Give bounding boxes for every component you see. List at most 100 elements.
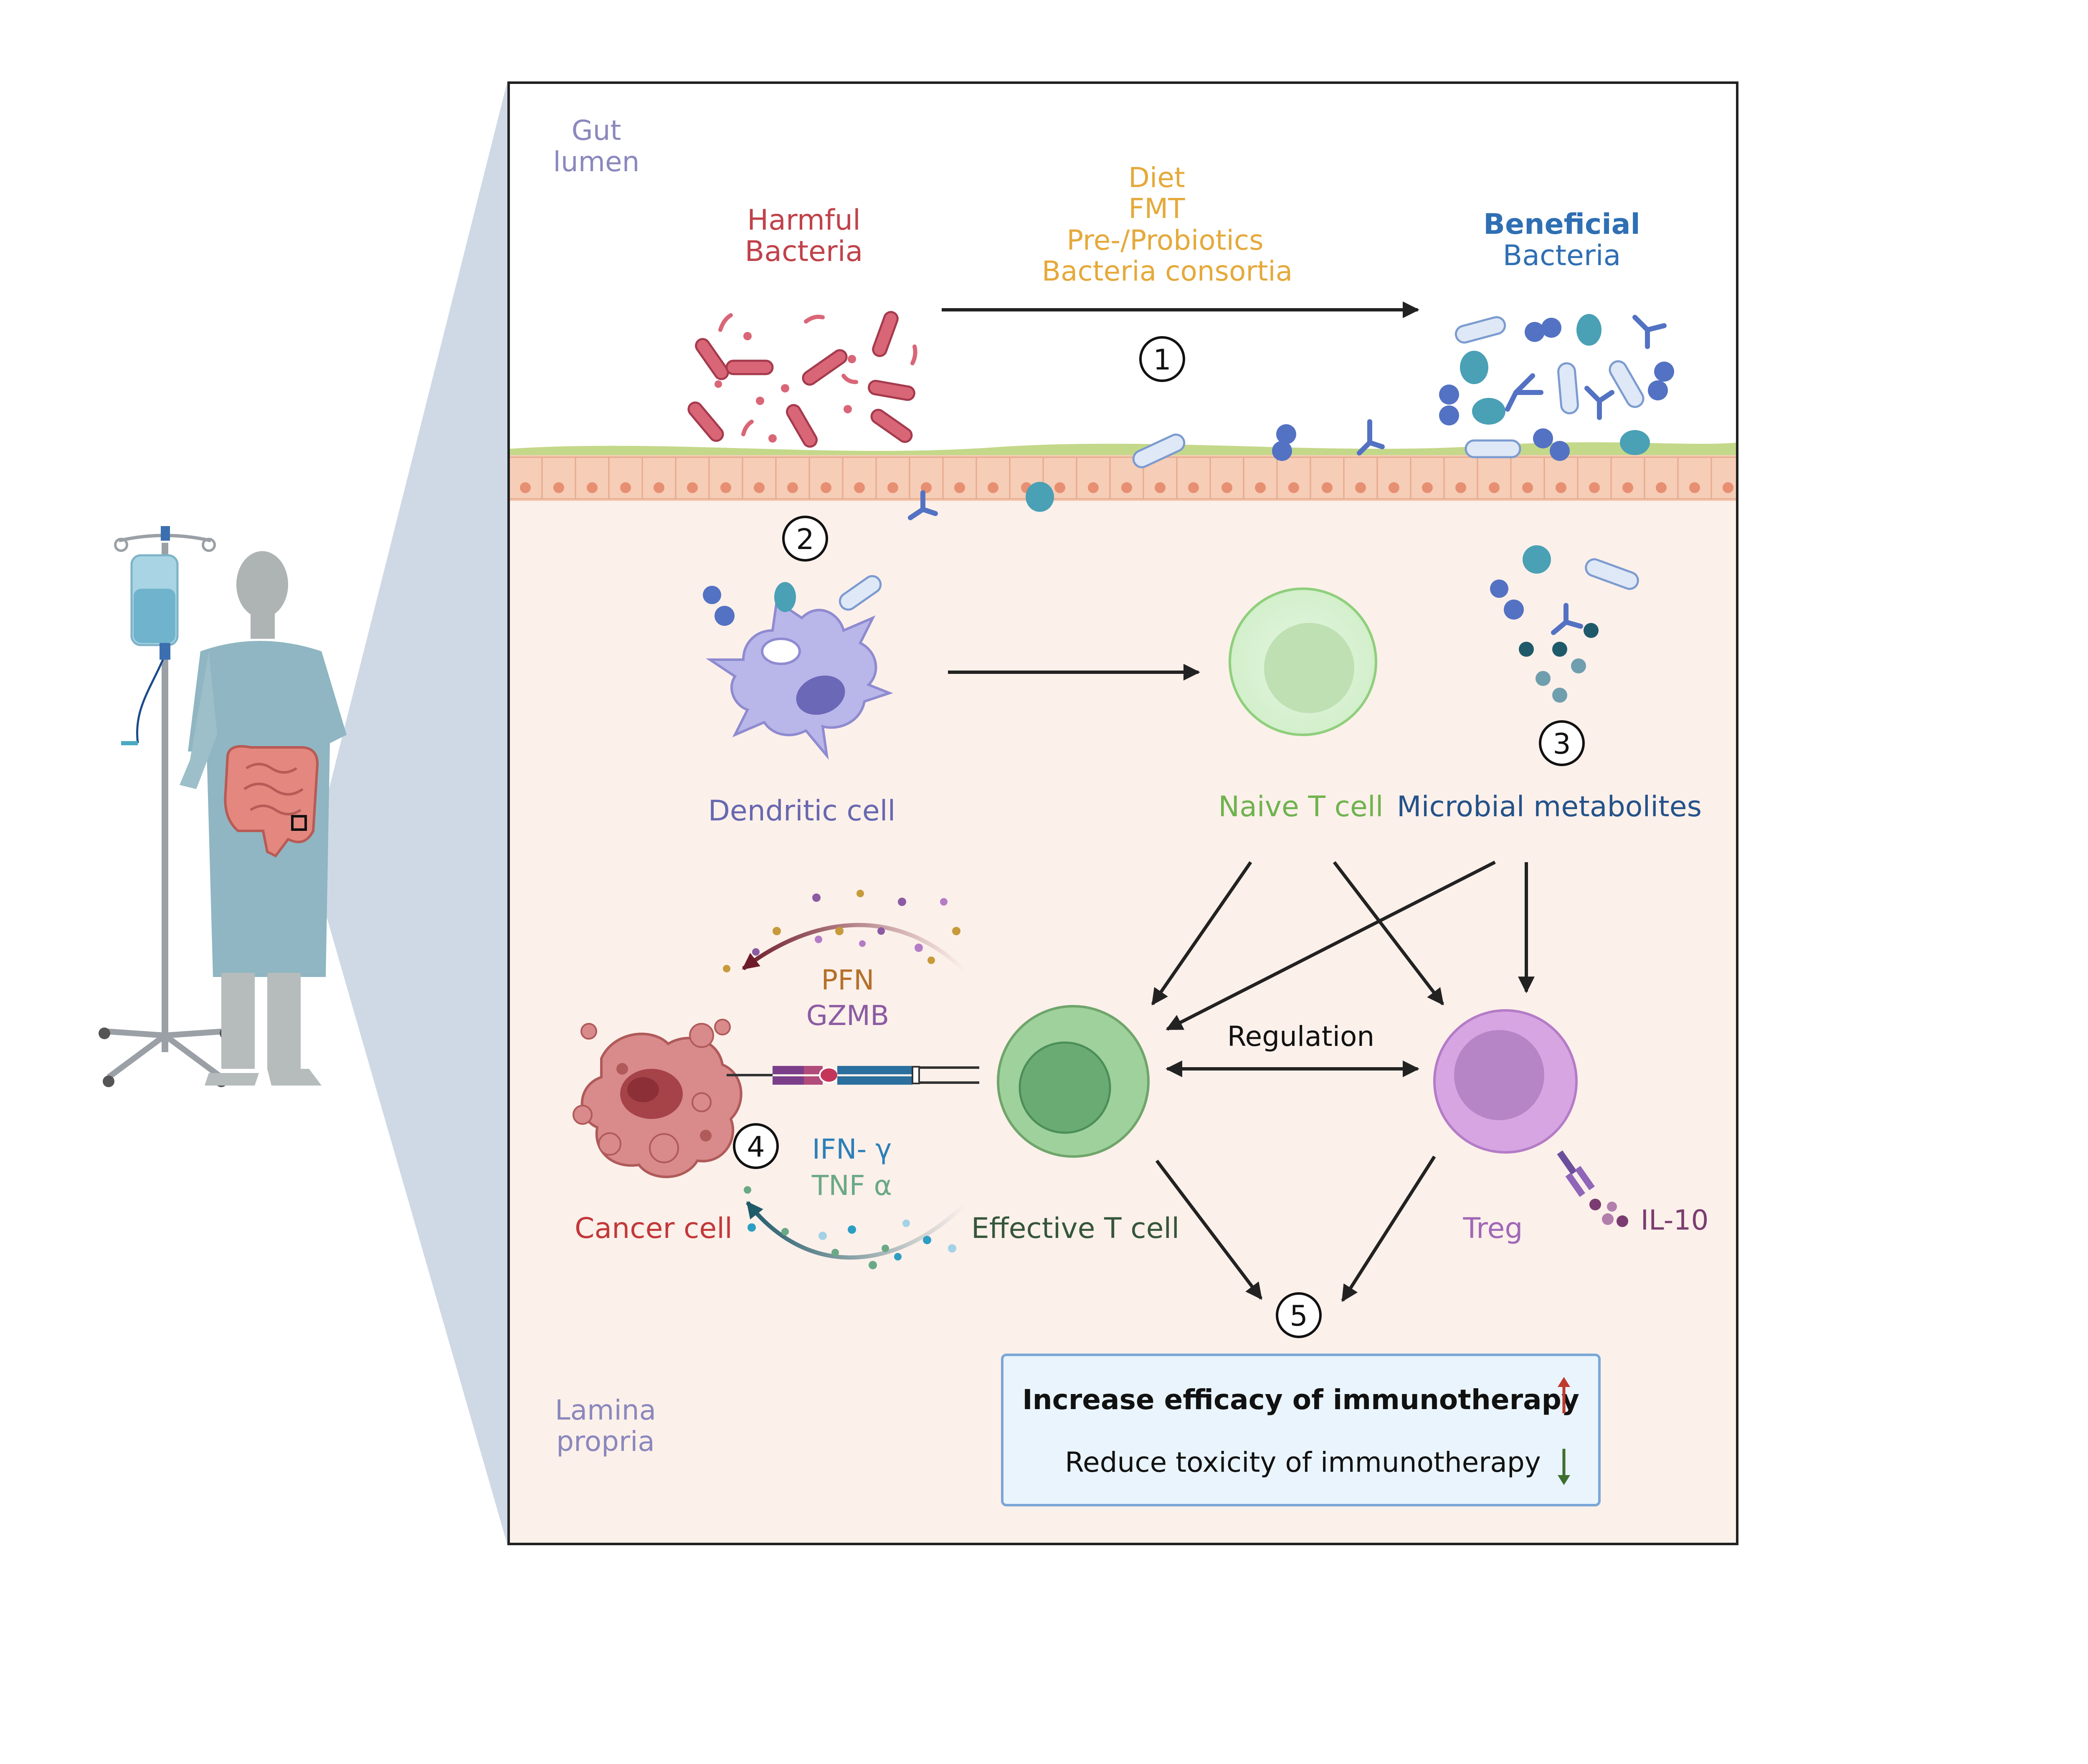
epithelial-nucleus xyxy=(520,482,531,493)
epithelial-nucleus xyxy=(1255,482,1266,493)
epithelial-nucleus xyxy=(1155,482,1166,493)
regulation-label: Regulation xyxy=(1227,1020,1374,1053)
ifn-tnf-particles xyxy=(744,1186,956,1269)
epithelial-nucleus xyxy=(1489,482,1500,493)
epithelial-nucleus xyxy=(1389,482,1399,493)
epithelial-nucleus xyxy=(821,482,831,493)
dendritic-cell-icon xyxy=(703,575,893,760)
gut-lumen-label-line1: Gut xyxy=(572,114,621,147)
epithelial-nucleus xyxy=(1088,482,1099,493)
epithelial-nucleus xyxy=(754,482,765,493)
epithelial-nucleus xyxy=(720,482,731,493)
dendritic-cell-label: Dendritic cell xyxy=(708,795,896,828)
lamina-propria-label-line2: propria xyxy=(556,1425,655,1458)
epithelial-nucleus xyxy=(1455,482,1466,493)
step-2-badge: 2 xyxy=(782,516,828,562)
epithelial-nucleus xyxy=(954,482,965,493)
epithelial-nucleus xyxy=(1689,482,1700,493)
epithelial-nucleus xyxy=(553,482,564,493)
harmful-bacteria-label-line1: Harmful xyxy=(747,204,861,237)
ifn-gamma-label: IFN- γ xyxy=(812,1133,892,1165)
reduce-toxicity-text: Reduce toxicity of immunotherapy xyxy=(1065,1446,1541,1478)
lamina-propria-label-line1: Lamina xyxy=(555,1394,656,1426)
zoom-wedge xyxy=(301,81,507,1545)
treg-label: Treg xyxy=(1462,1212,1523,1245)
il10-label: IL-10 xyxy=(1641,1204,1709,1236)
step-3-badge: 3 xyxy=(1539,720,1585,766)
epithelial-nucleus xyxy=(1054,482,1065,493)
epithelial-nucleus xyxy=(1221,482,1232,493)
epithelial-nucleus xyxy=(1589,482,1600,493)
microbial-metabolites-icon xyxy=(1490,545,1639,703)
epithelial-cell xyxy=(742,456,777,500)
beneficial-bacteria-label-line2: Bacteria xyxy=(1503,239,1621,272)
epithelial-nucleus xyxy=(587,482,598,493)
down-arrow-icon xyxy=(1558,1449,1570,1485)
epithelial-nucleus xyxy=(1556,482,1566,493)
step-3-number: 3 xyxy=(1553,728,1571,761)
naive-to-effective-arrow xyxy=(1151,861,1252,1006)
gzmb-label: GZMB xyxy=(806,1000,889,1032)
epithelial-nucleus xyxy=(1121,482,1132,493)
metabolites-to-effective-arrow xyxy=(1166,860,1496,1031)
up-arrow-icon xyxy=(1558,1377,1570,1413)
step-1-badge: 1 xyxy=(1139,336,1185,382)
epithelial-nucleus xyxy=(988,482,998,493)
epithelial-cell xyxy=(875,456,910,500)
effective-to-outcome-arrow xyxy=(1155,1159,1263,1300)
zoom-box-icon xyxy=(291,815,307,831)
increase-efficacy-text: Increase efficacy of immunotherapy xyxy=(1022,1384,1579,1416)
epithelial-nucleus xyxy=(1188,482,1199,493)
naive-t-cell-icon xyxy=(1229,587,1377,736)
treg-cell-icon xyxy=(1433,1009,1595,1197)
intervention-diet: Diet xyxy=(1128,162,1185,194)
epithelial-cell xyxy=(1710,456,1738,500)
epithelial-nucleus xyxy=(854,482,865,493)
tnf-alpha-label: TNF α xyxy=(811,1169,892,1202)
cancer-cell-icon xyxy=(573,1019,742,1178)
epithelial-nucleus xyxy=(787,482,798,493)
lumen-panel xyxy=(509,83,1737,442)
epithelial-nucleus xyxy=(654,482,664,493)
effective-t-cell-icon xyxy=(997,1005,1150,1158)
epithelial-nucleus xyxy=(1656,482,1667,493)
epithelial-nucleus xyxy=(687,482,698,493)
intestine-icon xyxy=(224,745,319,858)
beneficial-bacteria-label-line1: Beneficial xyxy=(1483,208,1640,241)
epithelial-nucleus xyxy=(887,482,898,493)
harmful-bacteria-cluster xyxy=(687,311,917,448)
intervention-probiotics: Pre-/Probiotics xyxy=(1067,224,1263,256)
ifn-tnf-arc xyxy=(746,1201,966,1260)
beneficial-bacteria-cluster xyxy=(908,314,1674,520)
epithelial-cell xyxy=(1310,456,1345,500)
cancer-cell-label: Cancer cell xyxy=(575,1212,732,1245)
step-2-number: 2 xyxy=(796,523,814,556)
pfn-gzmb-arc xyxy=(742,923,966,972)
naive-to-treg-arrow xyxy=(1333,861,1444,1006)
patient-illustration xyxy=(99,526,347,1087)
microbial-metabolites-label: Microbial metabolites xyxy=(1397,790,1702,823)
step-5-number: 5 xyxy=(1290,1300,1308,1333)
harmful-bacteria-label-line2: Bacteria xyxy=(745,235,863,268)
epithelial-nucleus xyxy=(1355,482,1366,493)
gut-lumen-label-line2: lumen xyxy=(553,146,640,178)
intervention-fmt: FMT xyxy=(1128,192,1185,225)
il10-dots xyxy=(1589,1199,1628,1227)
effective-t-cell-label: Effective T cell xyxy=(971,1212,1179,1245)
naive-t-cell-label: Naive T cell xyxy=(1218,790,1383,823)
step-1-number: 1 xyxy=(1153,344,1171,377)
epithelial-nucleus xyxy=(1288,482,1299,493)
pfn-gzmb-particles xyxy=(723,890,960,972)
epithelial-nucleus xyxy=(1622,482,1633,493)
epithelial-nucleus xyxy=(1322,482,1333,493)
epithelial-nucleus xyxy=(1723,482,1733,493)
tcr-mhc-receptor-icon xyxy=(727,1066,979,1085)
epithelial-nucleus xyxy=(1522,482,1533,493)
epithelial-nucleus xyxy=(1422,482,1433,493)
step-5-badge: 5 xyxy=(1276,1292,1322,1338)
step-4-badge: 4 xyxy=(733,1123,779,1169)
step-4-number: 4 xyxy=(747,1131,765,1164)
intervention-consortia: Bacteria consortia xyxy=(1042,255,1292,287)
treg-to-outcome-arrow xyxy=(1341,1155,1436,1302)
